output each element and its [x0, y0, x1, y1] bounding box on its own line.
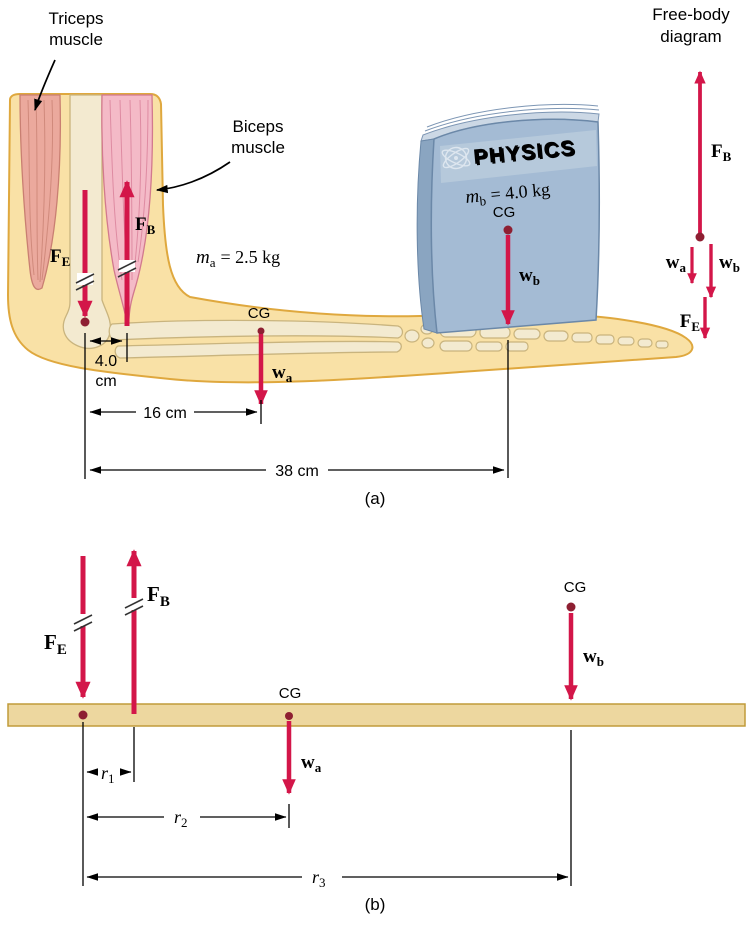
- lever-bar: [7, 703, 746, 727]
- elbow-pivot-dot-a: [80, 317, 90, 327]
- force-label-FB-a: FB: [135, 214, 156, 237]
- dim-r1-label: r1: [101, 763, 115, 786]
- dimension-lines-a: [84, 333, 509, 479]
- arm-cg-label-b: CG: [279, 685, 302, 702]
- force-label-wa-a: wa: [272, 362, 293, 385]
- book-cg-dot-a: [503, 225, 513, 235]
- fbd-label-FB: FB: [711, 141, 732, 164]
- arm-cg-label-a: CG: [248, 305, 271, 322]
- free-body-diagram: Free-body diagram FB wa wb FE: [652, 5, 740, 340]
- forearm-bone-lower: [114, 340, 402, 359]
- dim-38cm-label: 38 cm: [275, 463, 319, 480]
- fbd-label-wa: wa: [666, 252, 687, 275]
- triceps-label-line2: muscle: [49, 30, 103, 49]
- dimension-lines-b: [82, 722, 572, 886]
- biceps-label-line2: muscle: [231, 138, 285, 157]
- biceps-pointer-arrow: [155, 161, 231, 194]
- fbd-title-line1: Free-body: [652, 5, 730, 24]
- fbd-label-FE: FE: [680, 311, 700, 334]
- book-title-band: [440, 130, 597, 183]
- break-mark-FE-a: [75, 273, 95, 291]
- force-label-wb-a: wb: [519, 265, 540, 288]
- force-label-wb-b: wb: [583, 646, 604, 669]
- fbd-pivot-dot: [695, 232, 705, 242]
- arm-cg-dot-b: [285, 712, 293, 720]
- triceps-label-line1: Triceps: [48, 9, 103, 28]
- break-mark-FB-a: [117, 260, 137, 278]
- triceps-pointer-arrow: [34, 59, 56, 112]
- break-mark-FE-b: [73, 614, 93, 632]
- book-cg-label-b: CG: [564, 579, 587, 596]
- force-label-FE-a: FE: [50, 246, 70, 269]
- triceps-muscle: [19, 94, 62, 291]
- dim-16cm-label: 16 cm: [143, 405, 187, 422]
- book-cg-dot-b: [566, 602, 576, 612]
- atom-icon: [441, 146, 471, 170]
- book-page-edge-1: [424, 107, 600, 132]
- biceps-label-line1: Biceps: [232, 117, 283, 136]
- triceps-striations: [27, 99, 53, 283]
- dim-r3-label: r3: [312, 867, 326, 890]
- fbd-label-wb: wb: [719, 252, 740, 275]
- arm-skin: [6, 93, 694, 384]
- part-a-caption: (a): [365, 489, 386, 508]
- part-b-caption: (b): [365, 895, 386, 914]
- break-mark-FB-b: [124, 598, 144, 616]
- arm-mass-label: ma= 2.5 kg: [196, 247, 280, 270]
- dim-r2-label: r2: [174, 807, 188, 830]
- fbd-title-line2: diagram: [660, 27, 721, 46]
- book-page-edge-2: [426, 103, 599, 128]
- pivot-dot-b: [78, 710, 88, 720]
- arm-cg-dot-a: [257, 327, 265, 335]
- force-label-FE-b: FE: [44, 630, 67, 658]
- part-a-arm-illustration: [6, 93, 694, 384]
- dim-4cm-label-line2: cm: [95, 373, 116, 390]
- book-cg-label-a: CG: [493, 204, 516, 221]
- dim-4cm-label-line1: 4.0: [95, 353, 117, 370]
- physics-book: PHYSICS PHYSICS mb= 4.0 kg: [416, 103, 601, 334]
- force-label-wa-b: wa: [301, 752, 322, 775]
- force-label-FB-b: FB: [147, 582, 170, 610]
